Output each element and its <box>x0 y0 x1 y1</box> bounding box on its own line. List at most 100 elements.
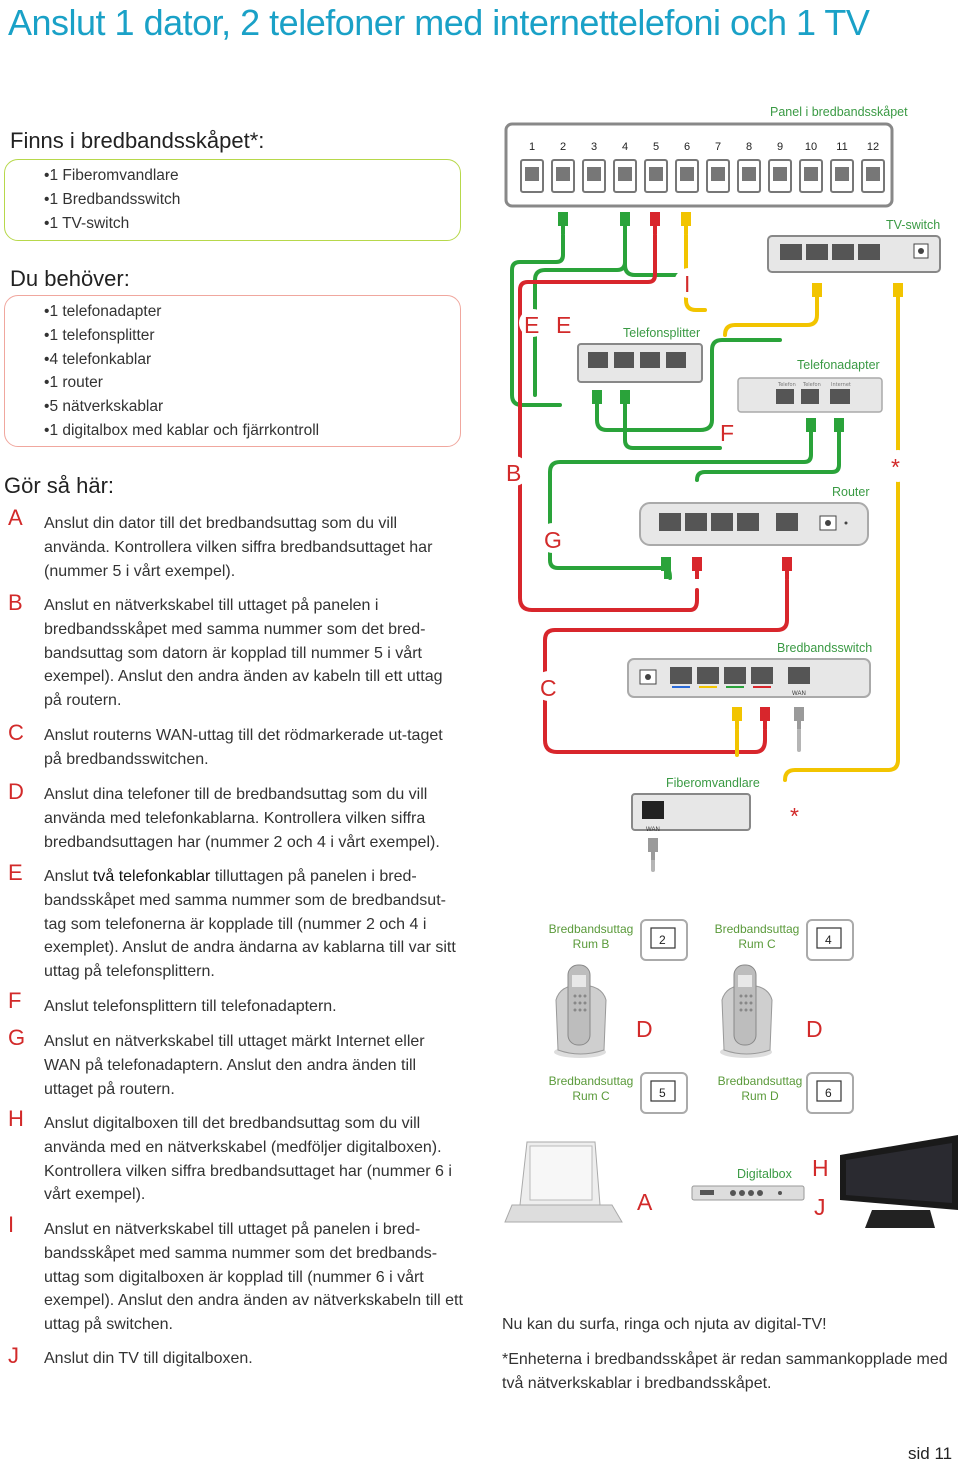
list-item: 5 nätverkskablar <box>44 395 319 419</box>
step-letter: H <box>8 1106 24 1131</box>
panel-port-number: 12 <box>867 141 879 153</box>
panel-port-number: 4 <box>622 141 628 153</box>
page-number: sid 11 <box>908 1444 953 1463</box>
panel-port-socket <box>680 167 694 181</box>
behover-heading: Du behöver: <box>10 266 130 291</box>
step-letter: J <box>8 1343 19 1368</box>
phone-icon <box>554 964 607 1058</box>
tv-icon <box>840 1135 958 1228</box>
step-letter: C <box>8 720 24 745</box>
phone-icon <box>720 964 773 1058</box>
bbswitch-wan-label: WAN <box>792 691 806 697</box>
list-item: 1 telefonadapter <box>44 300 319 324</box>
footer-surf: Nu kan du surfa, ringa och njuta av digi… <box>502 1316 827 1333</box>
step-text: Anslut din dator till det bredbandsuttag… <box>44 515 433 580</box>
behover-list: 1 telefonadapter 1 telefonsplitter 4 tel… <box>44 300 319 443</box>
panel-port-number: 2 <box>560 141 566 153</box>
panel-port-socket <box>556 167 570 181</box>
diagram-letter-d1: D <box>636 1016 653 1042</box>
fiber-wan-label: WAN <box>646 827 660 833</box>
step-text: Anslut en nätverkskabel till uttaget på … <box>44 1221 463 1334</box>
step-text: Anslut dina telefoner till de bredbandsu… <box>44 786 440 851</box>
adapter-port-label: Telefon <box>802 382 821 388</box>
diagram-letter-e1: E <box>524 312 539 338</box>
outlet-number: 6 <box>825 1086 832 1100</box>
panel-port-socket <box>742 167 756 181</box>
diagram-letter-e2: E <box>556 312 571 338</box>
adapter-port-label: Internet <box>831 382 851 388</box>
step-text: Anslut en nätverkskabel till uttaget på … <box>44 597 443 710</box>
step-text: Anslut telefonsplittern till telefonadap… <box>44 998 337 1015</box>
step-text: Anslut din TV till digitalboxen. <box>44 1350 253 1367</box>
laptop-icon <box>504 1141 623 1223</box>
outlet-number: 2 <box>659 933 666 947</box>
panel-port-socket <box>587 167 601 181</box>
bbswitch-label: Bredbandsswitch <box>777 641 872 655</box>
finns-list: 1 Fiberomvandlare 1 Bredbandsswitch 1 TV… <box>44 164 180 235</box>
panel-label: Panel i bredbandsskåpet <box>770 105 908 119</box>
finns-box <box>4 159 461 241</box>
list-item: 1 TV-switch <box>44 212 180 236</box>
adapter-port-label: Telefon <box>777 382 796 388</box>
panel-port-number: 7 <box>715 141 721 153</box>
panel-port-socket <box>649 167 663 181</box>
diagram-letter-c: C <box>540 675 557 701</box>
step-text: Anslut digitalboxen till det bredbandsut… <box>44 1115 452 1204</box>
step-text: Anslut routerns WAN-uttag till det rödma… <box>44 727 443 768</box>
panel-port-number: 3 <box>591 141 597 153</box>
step-letter: I <box>8 1212 15 1237</box>
diagram-letter-a: A <box>637 1189 653 1215</box>
digitalbox-label: Digitalbox <box>737 1167 793 1181</box>
diagram-letter-f: F <box>720 420 734 446</box>
panel-port-number: 1 <box>529 141 535 153</box>
step-text: Anslut en nätverkskabel till uttaget mär… <box>44 1033 425 1098</box>
steps-heading: Gör så här: <box>4 473 115 498</box>
list-item: 1 telefonsplitter <box>44 324 319 348</box>
panel-port-socket <box>804 167 818 181</box>
step-letter: G <box>8 1025 26 1050</box>
step-letter: B <box>8 590 23 615</box>
panel-port-socket <box>773 167 787 181</box>
bredbandsswitch-device <box>627 658 871 698</box>
fiber-label: Fiberomvandlare <box>666 776 760 790</box>
panel-port-number: 5 <box>653 141 659 153</box>
list-item: 1 digitalbox med kablar och fjärrkontrol… <box>44 419 319 443</box>
diagram-letter-b: B <box>506 460 521 486</box>
step-letter: E <box>8 860 23 885</box>
diagram-letter-h: H <box>812 1155 829 1181</box>
adapter-label: Telefonadapter <box>797 358 880 372</box>
list-item: 1 router <box>44 371 319 395</box>
diagram-letter-i: I <box>684 271 690 297</box>
panel-port-number: 6 <box>684 141 690 153</box>
diagram-letter-d2: D <box>806 1016 823 1042</box>
diagram-letter-j: J <box>814 1194 826 1220</box>
diagram-star: * <box>790 803 799 829</box>
panel-port-socket <box>866 167 880 181</box>
panel-port-number: 10 <box>805 141 817 153</box>
list-item: 1 Fiberomvandlare <box>44 164 180 188</box>
diagram-letter-g: G <box>544 527 562 553</box>
emphasis: två telefonkablar <box>92 868 211 885</box>
finns-heading: Finns i bredbandsskåpet*: <box>10 128 265 153</box>
step-letter: A <box>8 505 23 530</box>
panel-port-number: 9 <box>777 141 783 153</box>
list-item: 1 Bredbandsswitch <box>44 188 180 212</box>
step-letter: F <box>8 988 22 1013</box>
step-text: Anslut två telefonkablar tilluttagen på … <box>44 868 456 981</box>
panel-port-socket <box>711 167 725 181</box>
tvswitch-label: TV-switch <box>886 218 940 232</box>
panel-port-number: 8 <box>746 141 752 153</box>
behover-box <box>4 295 461 447</box>
panel-port-socket <box>835 167 849 181</box>
panel-port-socket <box>618 167 632 181</box>
router-label: Router <box>832 485 870 499</box>
diagram-star: * <box>891 454 900 480</box>
panel-port-number: 11 <box>836 141 847 153</box>
panel-port-socket <box>525 167 539 181</box>
